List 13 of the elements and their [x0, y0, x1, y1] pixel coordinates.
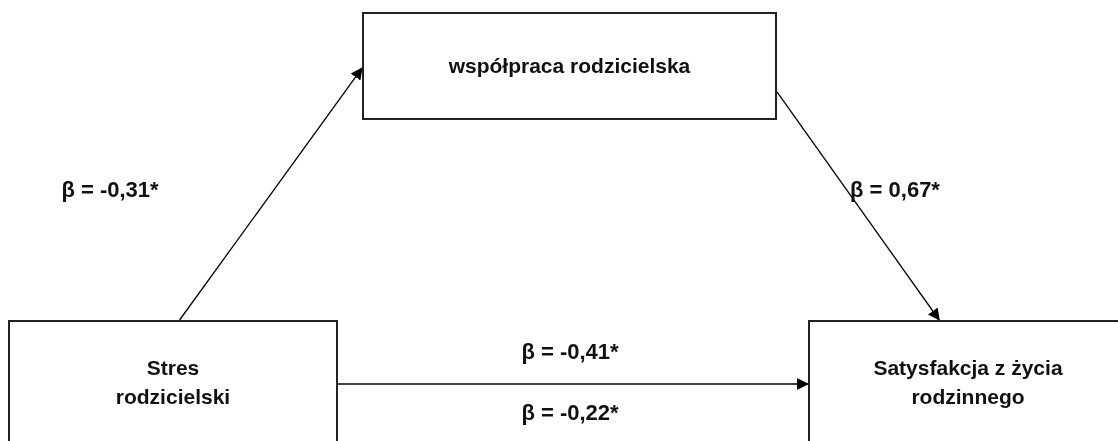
node-label: Satysfakcja z życia rodzinnego	[872, 354, 1064, 410]
variable-box	[362, 12, 777, 120]
edge-label: β = 0,67*	[850, 177, 940, 203]
variable-box	[808, 320, 1118, 441]
arrow	[337, 378, 809, 390]
edge-label: β = -0,31*	[61, 177, 159, 203]
arrow	[776, 91, 940, 321]
variable-box	[8, 320, 338, 441]
coefficient-label: β = -0,22*	[521, 400, 619, 426]
arrow	[178, 67, 363, 321]
node-label: Stres rodzicielski	[114, 354, 232, 410]
edge-label: β = -0,41*	[521, 339, 619, 365]
node-label: współpraca rodzicielska	[448, 53, 691, 80]
